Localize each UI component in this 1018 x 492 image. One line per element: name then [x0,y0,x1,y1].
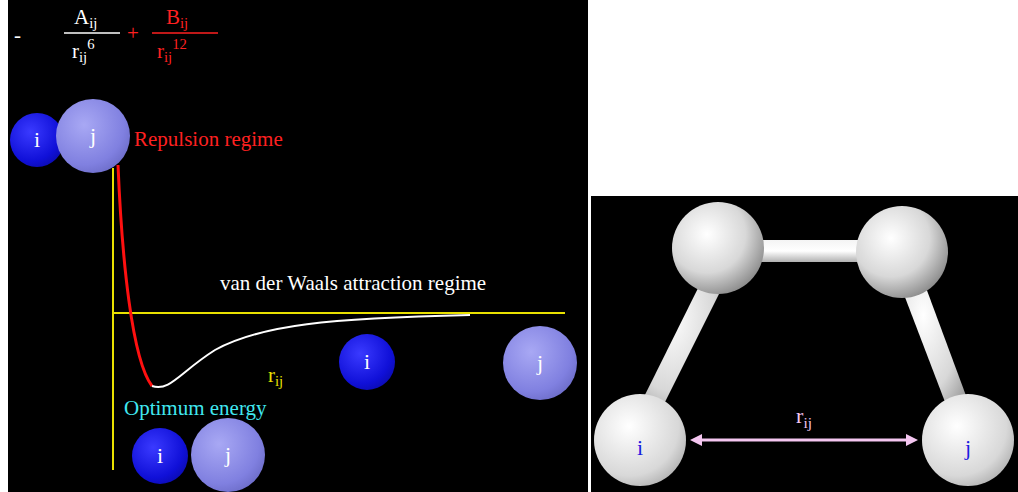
formula-term: rij6 [72,36,95,65]
formula-term: Bij [166,6,188,32]
atom-circle: i [339,334,395,390]
attraction-curve [152,315,470,387]
atom-circle: i [594,394,686,486]
atom-label: j [537,352,543,374]
atom-label: i [364,351,370,373]
atom-circle: j [503,326,577,400]
regime-label: van der Waals attraction regime [220,272,486,295]
right-panel [591,196,1018,492]
atom [672,202,764,294]
formula-term: rij12 [157,36,187,65]
distance-arrow [690,434,918,446]
atom-label: i [637,437,643,459]
distance-label: rij [793,404,815,432]
fraction-bar [152,32,218,34]
atom-label: j [965,437,971,459]
energy-label: Optimum energy [124,397,267,420]
atom [856,206,948,298]
atom-label: i [34,129,40,151]
distance-axis [113,312,565,314]
repulsion-curve [118,165,152,386]
atom-circle: j [56,99,130,173]
energy-axis [112,168,114,470]
minus-sign: - [14,24,21,47]
regime-label: Repulsion regime [134,128,283,151]
plus-sign: + [127,22,139,45]
atom-circle: j [191,418,265,492]
atom-circle: i [132,428,188,484]
fraction-bar [64,32,120,34]
left-panel [8,0,588,492]
atom-circle: j [922,394,1014,486]
atom-label: j [225,444,231,466]
formula-term: Aij [74,6,97,32]
distance-label: rij [268,364,283,390]
atom-label: i [157,445,163,467]
atom-label: j [90,125,96,147]
